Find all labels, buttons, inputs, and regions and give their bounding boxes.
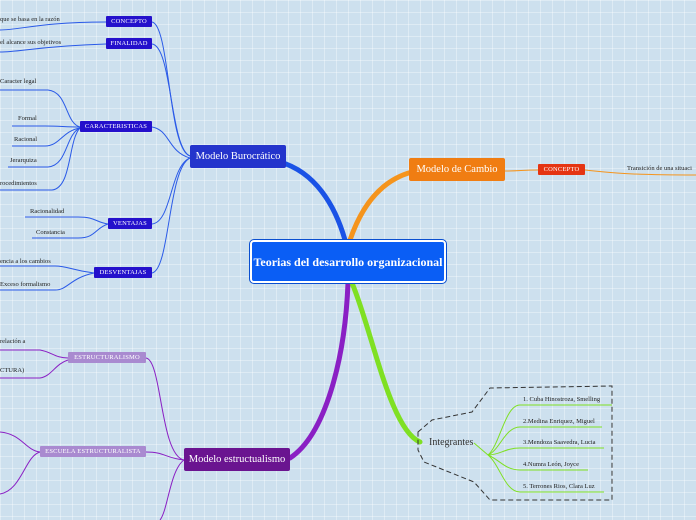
edge-central-integrantes: [349, 280, 423, 445]
topic-modelo-burocratico[interactable]: Modelo Burocrático: [190, 145, 286, 168]
leaf-caracteristica[interactable]: Caracter legal: [0, 78, 37, 85]
topic-modelo-estructualismo[interactable]: Modelo estructualismo: [184, 448, 290, 471]
integrantes-boundary: [417, 385, 613, 501]
tag-label: CONCEPTO: [111, 18, 147, 25]
tag-ventajas[interactable]: VENTAJAS: [108, 218, 152, 229]
leaf-caracteristica[interactable]: Racional: [14, 136, 38, 143]
tag-label: CONCEPTO: [543, 166, 580, 173]
leaf-caracteristica[interactable]: Formal: [18, 115, 37, 122]
tag-label: DESVENTAJAS: [99, 269, 147, 276]
leaf-estructuralismo[interactable]: CTURA): [0, 367, 25, 374]
leaf-cambio-concepto-text[interactable]: Transición de una situaci: [627, 165, 692, 172]
edge-central-burocratico: [277, 159, 348, 243]
central-topic[interactable]: Teorias del desarrollo organizacional: [250, 240, 446, 283]
tag-finalidad[interactable]: FINALIDAD: [106, 38, 152, 49]
topic-label: Modelo de Cambio: [416, 164, 498, 175]
leaf-desventaja[interactable]: encia a los cambios: [0, 258, 51, 265]
tag-label: ESTRUCTURALISMO: [74, 354, 140, 361]
leaf-desventaja[interactable]: Exceso formalismo: [0, 281, 51, 288]
topic-modelo-de-cambio[interactable]: Modelo de Cambio: [409, 158, 505, 181]
leaf-concepto-text[interactable]: que se basa en la razón: [0, 16, 60, 23]
edge-central-cambio: [347, 169, 415, 243]
tag-label: CARACTERISTICAS: [84, 123, 148, 130]
topic-label: Modelo estructualismo: [188, 454, 286, 465]
topic-label: Modelo Burocrático: [195, 151, 281, 162]
leaf-ventaja[interactable]: Racionalidad: [30, 208, 65, 215]
leaf-finalidad-text[interactable]: el alcance sus objetivos: [0, 39, 62, 46]
leaf-caracteristica[interactable]: Jerarquiza: [10, 157, 37, 164]
tag-escuela-estructuralista[interactable]: ESCUELA ESTRUCTURALISTA: [40, 446, 146, 457]
tag-concepto-burocratico[interactable]: CONCEPTO: [106, 16, 152, 27]
tag-concepto-cambio[interactable]: CONCEPTO: [538, 164, 585, 175]
tag-desventajas[interactable]: DESVENTAJAS: [94, 267, 152, 278]
member-item[interactable]: 1. Cuba Hinostroza, Smelling: [523, 396, 601, 403]
member-item[interactable]: 4.Numra León, Joyce: [523, 461, 579, 468]
tag-label: VENTAJAS: [113, 220, 147, 227]
edge-central-estructualismo: [287, 280, 351, 461]
central-topic-label: Teorias del desarrollo organizacional: [253, 254, 443, 269]
member-item[interactable]: 5. Terrones Rios, Clara Luz: [523, 483, 595, 490]
member-item[interactable]: 3.Mendoza Saavedra, Lucia: [523, 439, 596, 446]
member-item[interactable]: 2.Medina Enriquez, Miguel: [523, 418, 595, 425]
tag-caracteristicas[interactable]: CARACTERISTICAS: [80, 121, 152, 132]
leaf-estructuralismo[interactable]: relación a: [0, 338, 26, 345]
leaf-caracteristica[interactable]: rocedimientos: [0, 180, 37, 187]
topic-integrantes[interactable]: Integrantes: [429, 437, 473, 448]
tag-label: FINALIDAD: [110, 40, 148, 47]
topic-label: Integrantes: [429, 437, 474, 448]
tag-label: ESCUELA ESTRUCTURALISTA: [45, 448, 141, 455]
tag-estructuralismo[interactable]: ESTRUCTURALISMO: [68, 352, 146, 363]
leaf-ventaja[interactable]: Constancia: [36, 229, 65, 236]
